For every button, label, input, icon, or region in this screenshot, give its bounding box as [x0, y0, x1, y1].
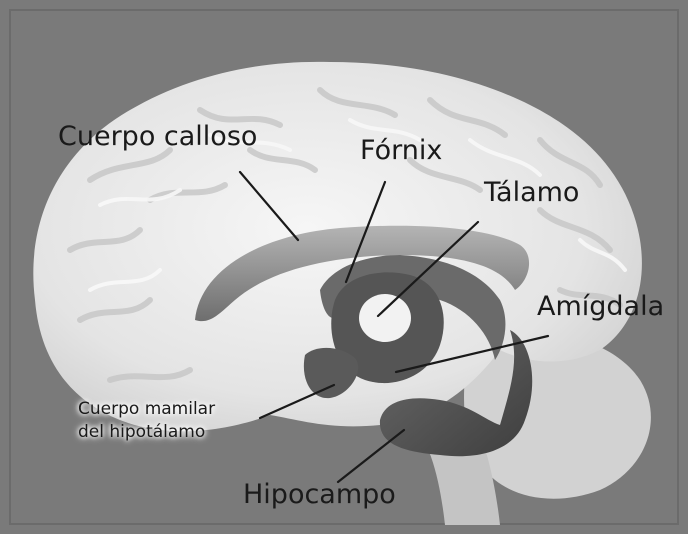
- label-hippocampus: Hipocampo: [243, 480, 396, 510]
- thalamus-opening: [359, 294, 411, 342]
- label-amygdala: Amígdala: [537, 292, 664, 322]
- label-corpus-callosum: Cuerpo calloso: [58, 122, 257, 152]
- label-mammillary: Cuerpo mamilar del hipotálamo: [78, 398, 215, 444]
- label-mammillary-line2: del hipotálamo: [78, 421, 215, 444]
- label-fornix: Fórnix: [360, 136, 442, 166]
- label-mammillary-line1: Cuerpo mamilar: [78, 398, 215, 421]
- label-thalamus: Tálamo: [484, 178, 579, 208]
